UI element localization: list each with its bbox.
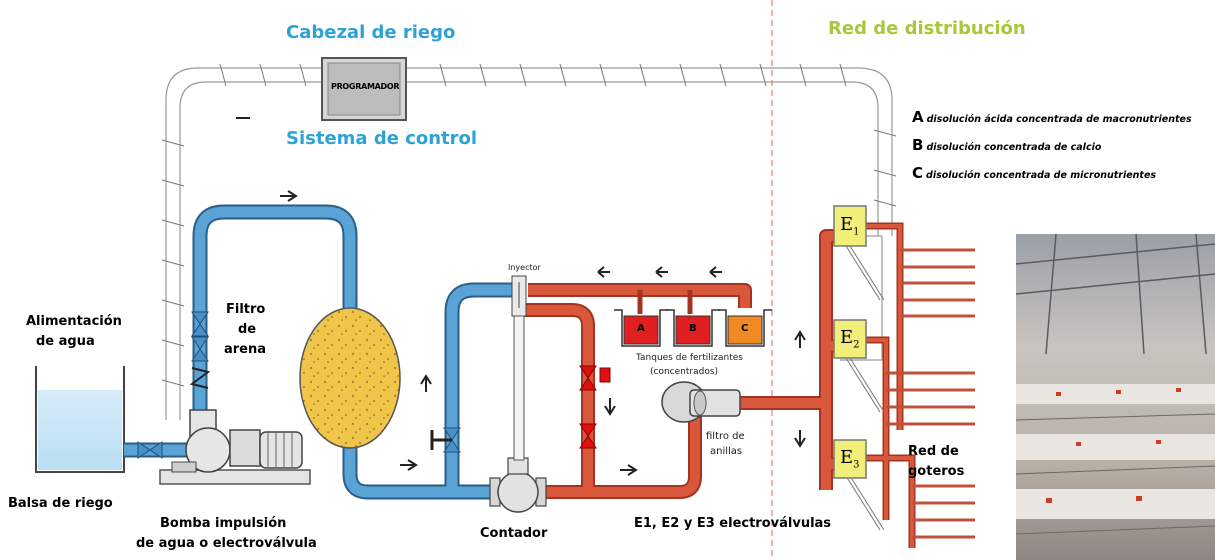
valve-e2-index: 2 [853, 339, 860, 351]
tank-feed-pipes [637, 290, 693, 314]
drip-laterals [866, 222, 916, 548]
programmer-box [321, 57, 407, 121]
tank-c-letter: C [741, 323, 749, 334]
legend-key-b: B [912, 136, 924, 154]
balsa-label: Balsa de riego [8, 496, 113, 511]
alimentacion-label-2: de agua [36, 334, 95, 349]
legend-text-b: disolución concentrada de calcio [926, 142, 1102, 153]
inlet-valve [137, 441, 163, 459]
flow-arrows [236, 117, 806, 476]
electrovalvulas-label: E1, E2 y E3 electroválvulas [634, 516, 832, 531]
drip-lines [886, 248, 975, 539]
legend-key-a: A [912, 108, 924, 126]
red-goteros-label-2: goteros [908, 464, 965, 479]
greenhouse-photo-canvas [1016, 234, 1215, 560]
red-valves [579, 365, 597, 449]
contador-label: Contador [480, 526, 548, 541]
e-valve-boxes [833, 205, 867, 479]
ring-filter [661, 381, 741, 423]
water-reservoir [35, 366, 125, 473]
check-valve [189, 367, 211, 389]
tank-a-letter: A [637, 323, 645, 334]
sistema-control-heading: Sistema de control [286, 128, 478, 149]
tanques-label-2: (concentrados) [650, 367, 719, 377]
tank-b-letter: B [689, 323, 697, 334]
alimentacion-label-1: Alimentación [26, 314, 122, 329]
tanques-label-1: Tanques de fertilizantes [636, 353, 743, 363]
bypass-valve-handle [430, 430, 452, 450]
legend-key-c: C [912, 164, 924, 182]
water-meter [489, 457, 547, 513]
legend-text-c: disolución concentrada de micronutriente… [926, 170, 1157, 181]
pump-base [159, 469, 311, 485]
programmer-label: PROGRAMADOR [331, 82, 400, 91]
bypass-valve [443, 427, 461, 453]
filtro-arena-label-1: Filtro [226, 302, 266, 317]
sand-filter [299, 307, 401, 449]
red-pipes-inner [520, 231, 846, 497]
bomba-label-2: de agua o electroválvula [136, 536, 317, 551]
control-cable [165, 67, 893, 420]
inyector-label: Inyector [508, 263, 541, 272]
blue-pipes-inner [124, 206, 516, 498]
filtro-anillas-label-2: anillas [710, 446, 743, 457]
filtro-arena-label-3: arena [224, 342, 267, 357]
valve-connectors [845, 245, 885, 531]
fertilizer-tanks [614, 309, 772, 347]
red-goteros-label-1: Red de [908, 444, 959, 459]
cable-ticks [161, 63, 897, 387]
valve-e1-index: 1 [853, 226, 860, 238]
filtro-arena-label-2: de [238, 322, 257, 337]
valve-e2-letter: E [840, 327, 854, 348]
valve-e1-label: E1 [840, 214, 860, 238]
sand-filter-valves [191, 311, 209, 362]
greenhouse-photo [1016, 234, 1215, 560]
valve-e3-letter: E [840, 447, 854, 468]
valve-e1-letter: E [840, 214, 854, 235]
cabezal-heading: Cabezal de riego [286, 22, 456, 43]
valve-e2-label: E2 [840, 327, 860, 351]
legend-text-a: disolución ácida concentrada de macronut… [926, 114, 1192, 125]
valve-e3-index: 3 [853, 459, 860, 471]
valve-e3-label: E3 [840, 447, 860, 471]
red-valve-handle [599, 367, 611, 383]
injector [511, 275, 527, 461]
red-distribucion-heading: Red de distribución [828, 18, 1026, 39]
red-pipes [520, 229, 846, 499]
pump-body [171, 409, 303, 473]
bomba-label-1: Bomba impulsión [160, 516, 287, 531]
filtro-anillas-label-1: filtro de [706, 431, 745, 442]
drip-laterals-inner [866, 224, 914, 548]
